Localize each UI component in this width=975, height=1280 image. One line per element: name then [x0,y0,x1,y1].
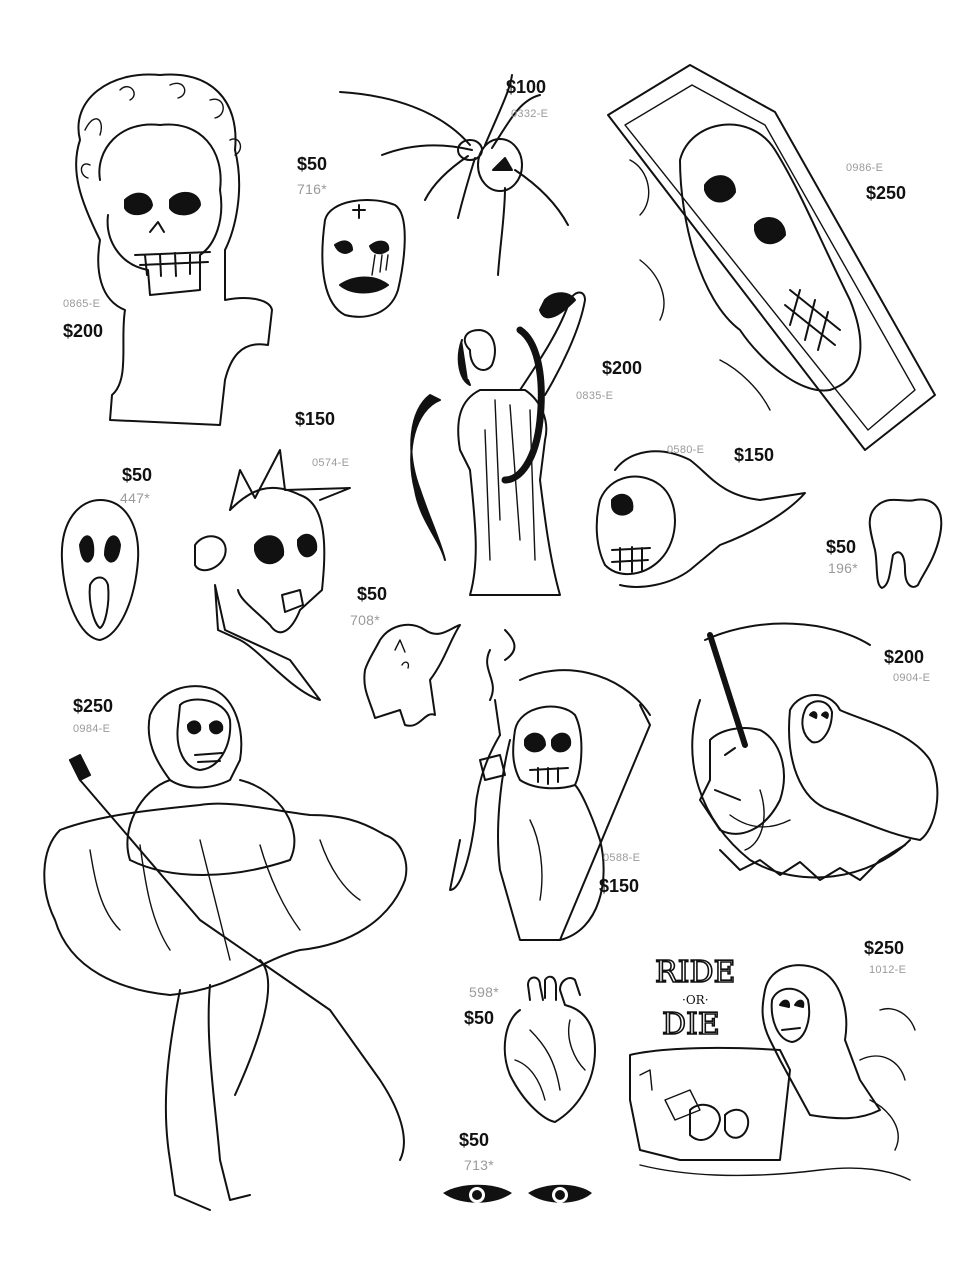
price-punk-skull: $150 [295,409,336,429]
price-eyes: $50 [459,1130,490,1150]
code-eyes: 713* [464,1157,495,1173]
lettering-die: DIE [662,1007,720,1042]
code-punk-skull: 0574-E [312,457,350,469]
price-marble-skull-bust: $200 [63,321,104,341]
code-hooded-skull: 0580-E [667,444,705,456]
code-marble-skull-bust: 0865-E [63,298,101,310]
price-mask: $50 [297,154,328,174]
price-reaper-marilyn: $250 [73,696,114,716]
code-tooth: 196* [828,560,859,576]
code-bat: 708* [350,612,381,628]
smoking-reaper-drawing [449,629,651,941]
code-spider: 0332-E [511,108,549,120]
code-reaper-horse: 0904-E [893,672,931,684]
code-ride-or-die: 1012-E [869,964,907,976]
price-heart: $50 [464,1008,495,1028]
reaper-horse-drawing [691,622,939,881]
lettering-ride: RIDE [655,955,735,990]
hooded-skull-drawing [595,450,806,588]
code-heart: 598* [469,984,500,1000]
price-ghostface: $50 [122,465,153,485]
ghostface-drawing [60,499,140,641]
lettering-or: ·OR· [682,993,709,1007]
code-coffin-skull: 0986-E [846,162,884,174]
code-snake-woman: 0835-E [576,390,614,402]
bat-drawing [363,623,461,727]
marble-skull-bust-drawing [75,73,273,426]
punk-skull-drawing [194,449,351,701]
ride-or-die-drawing [629,964,916,1181]
heart-drawing [503,975,596,1123]
price-ride-or-die: $250 [864,938,905,958]
code-smoking-reaper: 0588-E [603,852,641,864]
mask-drawing [321,199,406,318]
price-spider: $100 [506,77,547,97]
price-bat: $50 [357,584,388,604]
code-ghostface: 447* [120,490,151,506]
tooth-drawing [868,498,943,589]
price-coffin-skull: $250 [866,183,907,203]
price-reaper-horse: $200 [884,647,925,667]
coffin-skull-drawing [607,64,936,451]
reaper-marilyn-drawing [43,685,408,1211]
spider-drawing [339,74,569,276]
snake-woman-drawing [410,291,586,596]
price-smoking-reaper: $150 [599,876,640,896]
price-hooded-skull: $150 [734,445,775,465]
price-tooth: $50 [826,537,857,557]
code-reaper-marilyn: 0984-E [73,723,111,735]
eyes-drawing [443,1184,592,1203]
price-snake-woman: $200 [602,358,643,378]
code-mask: 716* [297,181,328,197]
